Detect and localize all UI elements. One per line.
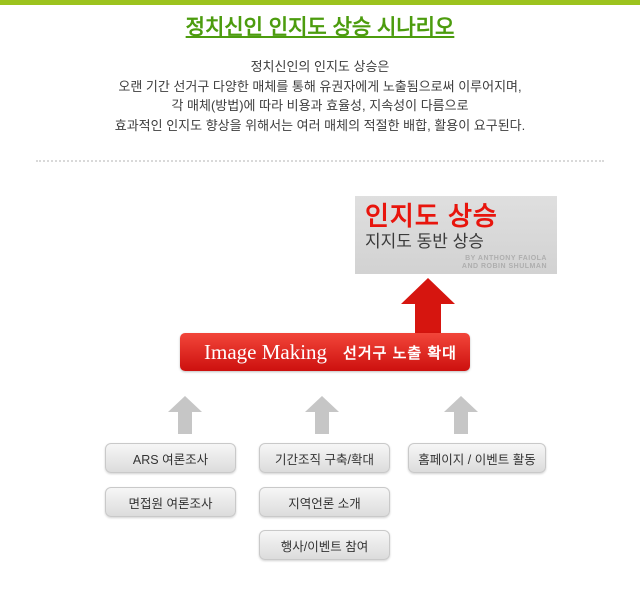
result-byline-line: AND ROBIN SHULMAN	[461, 263, 547, 270]
gray-up-arrow-icon	[305, 396, 339, 434]
gray-up-arrow-icon	[444, 396, 478, 434]
exposure-label: 선거구 노출 확대	[343, 344, 457, 362]
page-title: 정치신인 인지도 상승 시나리오	[0, 11, 640, 41]
description-line: 정치신인의 인지도 상승은	[250, 59, 390, 74]
gray-up-arrow-shaft	[178, 412, 192, 434]
dotted-divider	[36, 160, 604, 162]
image-making-bar: Image Making 선거구 노출 확대	[180, 333, 470, 371]
gray-up-arrow-shaft	[315, 412, 329, 434]
gray-up-arrow-head	[168, 396, 202, 412]
top-accent-bar	[0, 0, 640, 5]
method-box-local-media: 지역언론 소개	[259, 487, 390, 517]
description-line: 각 매체(방법)에 따라 비용과 효율성, 지속성이 다름으로	[171, 98, 469, 113]
description-line: 효과적인 인지도 향상을 위해서는 여러 매체의 적절한 배합, 활용이 요구된…	[114, 117, 526, 133]
red-up-arrow-shaft	[415, 302, 441, 336]
result-subtitle: 지지도 동반 상승	[365, 232, 484, 251]
method-box-ars-survey: ARS 여론조사	[105, 443, 236, 473]
page-title-text: 정치신인 인지도 상승 시나리오	[185, 16, 455, 39]
method-box-interview-survey: 면접원 여론조사	[105, 487, 236, 517]
method-box-homepage: 홈페이지 / 이벤트 활동	[408, 443, 546, 473]
result-box: 인지도 상승 지지도 동반 상승 BY ANTHONY FAIOLA AND R…	[355, 196, 557, 274]
result-byline-line: BY ANTHONY FAIOLA	[465, 255, 547, 262]
method-box-organization: 기간조직 구축/확대	[259, 443, 390, 473]
gray-up-arrow-head	[305, 396, 339, 412]
method-box-events: 행사/이벤트 참여	[259, 530, 390, 560]
gray-up-arrow-icon	[168, 396, 202, 434]
description-line: 오랜 기간 선거구 다양한 매체를 통해 유권자에게 노출됨으로써 이루어지며,	[118, 78, 522, 94]
red-up-arrow-icon	[401, 278, 455, 304]
image-making-label: Image Making	[204, 339, 328, 364]
gray-up-arrow-shaft	[454, 412, 468, 434]
gray-up-arrow-head	[444, 396, 478, 412]
result-byline: BY ANTHONY FAIOLA AND ROBIN SHULMAN	[365, 255, 547, 271]
description: 정치신인의 인지도 상승은 오랜 기간 선거구 다양한 매체를 통해 유권자에게…	[0, 57, 640, 135]
result-title: 인지도 상승	[365, 201, 498, 231]
